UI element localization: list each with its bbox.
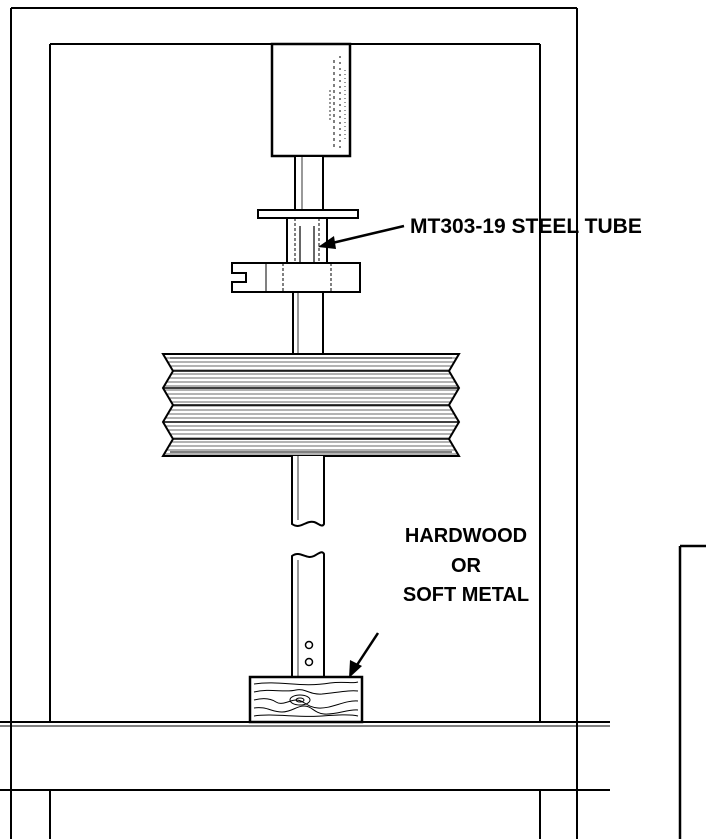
shaft-lower-upper-part (291, 456, 325, 527)
hardwood-label-line2: OR (451, 555, 482, 577)
hub-collar (231, 262, 361, 293)
ram-rod (294, 155, 324, 211)
secondary-frame (678, 544, 706, 839)
steel-tube-label: MT303-19 STEEL TUBE (410, 215, 642, 238)
press-frame (10, 7, 578, 839)
steel-tube (286, 217, 328, 269)
hardwood-label-line3: SOFT METAL (403, 584, 529, 606)
hardwood-label: HARDWOOD OR SOFT METAL (403, 525, 529, 606)
upper-shaft (292, 291, 324, 355)
shaft-hole-upper (304, 640, 314, 650)
press-bed (0, 721, 610, 791)
steel-tube-leader (318, 224, 405, 249)
washer-plate (257, 209, 359, 219)
press-ram (270, 42, 352, 158)
hardwood-block (248, 675, 364, 724)
hardwood-leader (349, 632, 380, 678)
v-belt-pulley (161, 353, 461, 457)
hardwood-label-line1: HARDWOOD (405, 525, 527, 547)
shaft-hole-lower (304, 657, 314, 667)
